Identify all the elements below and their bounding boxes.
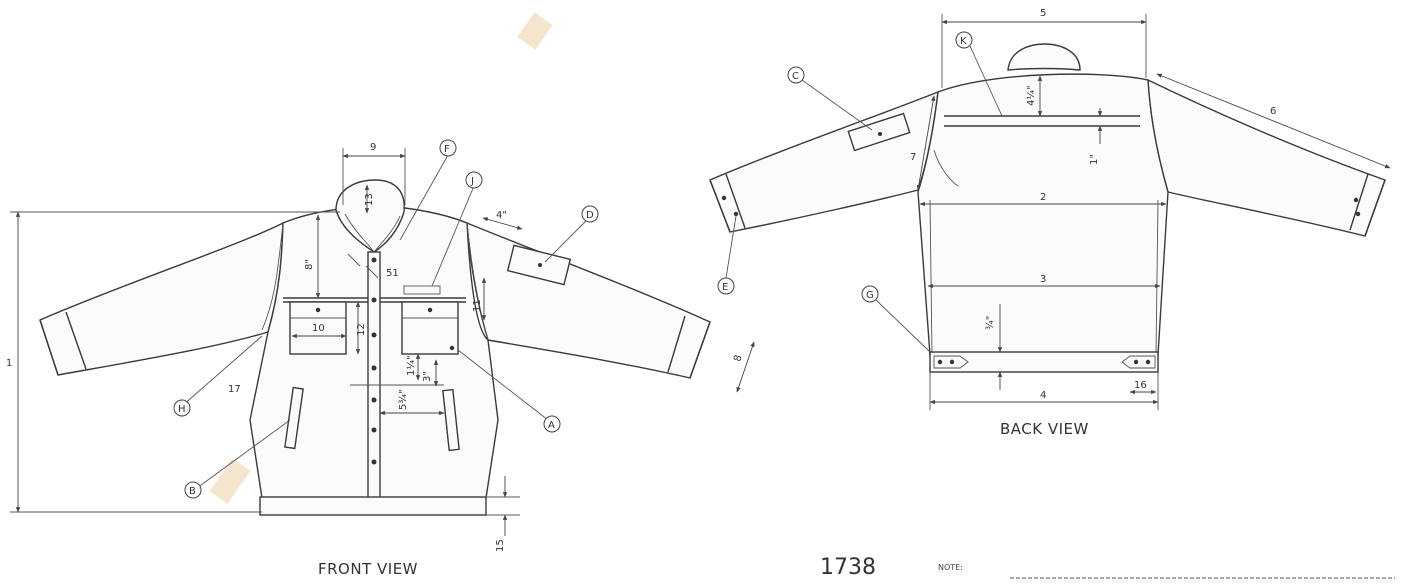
callout-g: G bbox=[866, 290, 874, 301]
left-hand-pocket bbox=[284, 386, 304, 450]
dim-back-3: 3 bbox=[1040, 274, 1046, 285]
dim-back-2: 2 bbox=[1040, 192, 1046, 203]
dim-front-1-1-4: 1¼" bbox=[405, 355, 417, 376]
front-collar bbox=[335, 179, 405, 253]
back-callouts: C K E G bbox=[717, 31, 1003, 353]
dim-back-16: 16 bbox=[1134, 380, 1147, 391]
front-view: 1 9 13 8" 4" 51 10 12 11 17 8 1¼" 3" 5¾"… bbox=[6, 139, 755, 578]
dim-front-5-3-4: 5¾" bbox=[398, 389, 409, 410]
dim-front-1: 1 bbox=[6, 358, 12, 369]
callout-c: C bbox=[792, 71, 799, 82]
front-callouts: F J D A H B bbox=[173, 139, 599, 499]
back-dimension-labels: 5 4¼" 6 7 1" 2 3 ¾" 4 16 bbox=[910, 8, 1276, 401]
right-chest-pocket bbox=[401, 301, 459, 355]
note-label: NOTE: bbox=[938, 563, 963, 572]
dim-back-5: 5 bbox=[1040, 8, 1046, 19]
left-chest-pocket bbox=[289, 301, 347, 355]
callout-j: J bbox=[470, 176, 474, 187]
dim-front-8in: 8" bbox=[304, 259, 315, 270]
front-left-cuff bbox=[39, 311, 87, 376]
yoke-label bbox=[403, 285, 441, 295]
front-placket bbox=[367, 251, 381, 515]
dim-front-10: 10 bbox=[312, 323, 325, 334]
back-right-cuff bbox=[1349, 173, 1386, 237]
callout-f: F bbox=[444, 144, 450, 155]
waistband-tabs bbox=[933, 355, 1156, 369]
back-dimension-lines bbox=[916, 14, 1391, 410]
callout-a: A bbox=[548, 420, 555, 431]
callout-b: B bbox=[189, 486, 196, 497]
dim-front-11: 11 bbox=[472, 299, 483, 312]
callout-e: E bbox=[722, 282, 728, 293]
back-collar bbox=[1007, 43, 1081, 71]
dim-front-15: 15 bbox=[495, 539, 506, 552]
dim-front-9: 9 bbox=[370, 142, 376, 153]
front-right-cuff bbox=[667, 315, 711, 379]
watermark bbox=[209, 12, 553, 504]
dim-back-4-1-4: 4¼" bbox=[1025, 85, 1037, 106]
style-number: 1738 bbox=[820, 555, 876, 580]
back-view-caption: BACK VIEW bbox=[1000, 420, 1089, 438]
back-right-sleeve bbox=[1147, 78, 1386, 237]
dim-back-7: 7 bbox=[910, 152, 916, 163]
front-left-sleeve bbox=[39, 221, 284, 376]
callout-d: D bbox=[586, 210, 594, 221]
callout-h: H bbox=[178, 404, 186, 415]
front-waistband bbox=[259, 496, 487, 516]
dim-back-6: 6 bbox=[1270, 106, 1276, 117]
back-sleeve-tab bbox=[847, 112, 911, 152]
dim-front-51: 51 bbox=[386, 268, 399, 279]
front-dimension-labels: 1 9 13 8" 4" 51 10 12 11 17 8 1¼" 3" 5¾"… bbox=[6, 142, 745, 552]
dim-front-4in: 4" bbox=[496, 210, 507, 221]
right-hand-pocket bbox=[442, 388, 460, 452]
dim-back-1in: 1" bbox=[1089, 154, 1100, 165]
back-left-cuff bbox=[709, 173, 746, 233]
front-view-caption: FRONT VIEW bbox=[318, 560, 418, 578]
back-view: 5 4¼" 6 7 1" 2 3 ¾" 4 16 C K E G BACK VI bbox=[709, 8, 1391, 438]
dim-back-1-2: ¾" bbox=[985, 316, 996, 330]
front-dimension-lines bbox=[10, 148, 755, 536]
back-side-seams bbox=[929, 199, 1159, 356]
dim-front-13: 13 bbox=[364, 193, 375, 206]
back-waistband bbox=[929, 351, 1159, 373]
dim-front-12: 12 bbox=[356, 323, 367, 336]
armhole-seams bbox=[261, 222, 489, 341]
dim-front-17: 17 bbox=[228, 384, 241, 395]
callout-k: K bbox=[960, 36, 967, 47]
dim-back-4: 4 bbox=[1040, 390, 1046, 401]
dim-front-8: 8 bbox=[732, 354, 744, 363]
dim-front-3in: 3" bbox=[422, 371, 433, 382]
